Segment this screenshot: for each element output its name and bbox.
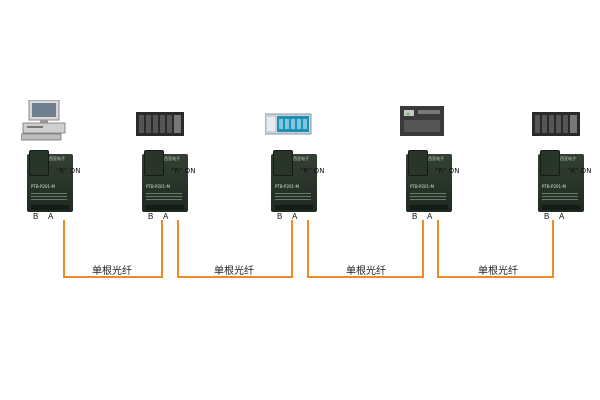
converter-module: 西亚电子 PTB-P201-M bbox=[27, 150, 73, 212]
computer-icon bbox=[21, 100, 66, 141]
module-brand: 西亚电子 bbox=[428, 156, 444, 161]
node-pc: 西亚电子 PTB-P201-M “R” ON B A bbox=[21, 100, 81, 230]
fiber-label: 单根光纤 bbox=[346, 266, 386, 277]
module-terminal bbox=[410, 205, 448, 210]
converter-module: 西亚电子 PTB-P201-M bbox=[538, 150, 584, 212]
node-compact-plc: 西亚电子 PTB-P201-M “R” ON B A bbox=[400, 100, 460, 230]
node-plc-rack: 西亚电子 PTB-P201-M “R” ON B A bbox=[136, 100, 196, 230]
fiber-link bbox=[63, 220, 163, 278]
converter-module: 西亚电子 PTB-P201-M bbox=[142, 150, 188, 212]
db9-connector-icon bbox=[144, 150, 164, 176]
module-spec-lines bbox=[146, 191, 182, 200]
pin-b-label: B bbox=[412, 212, 418, 221]
converter-module: 西亚电子 PTB-P201-M bbox=[271, 150, 317, 212]
module-model: PTB-P201-M bbox=[410, 184, 434, 189]
module-model: PTB-P201-M bbox=[275, 184, 299, 189]
fiber-label: 单根光纤 bbox=[92, 266, 132, 277]
module-brand: 西亚电子 bbox=[560, 156, 576, 161]
node-io-module: 西亚电子 PTB-P201-M “R” ON B A bbox=[265, 100, 325, 230]
module-terminal bbox=[146, 205, 184, 210]
plc-rack-icon bbox=[532, 112, 580, 136]
pin-b-label: B bbox=[33, 212, 39, 221]
fiber-label: 单根光纤 bbox=[478, 266, 518, 277]
converter-module: 西亚电子 PTB-P201-M bbox=[406, 150, 452, 212]
db9-connector-icon bbox=[408, 150, 428, 176]
module-spec-lines bbox=[31, 191, 67, 200]
module-spec-lines bbox=[410, 191, 446, 200]
r-on-label: “R” ON bbox=[300, 167, 325, 175]
pin-a-label: A bbox=[163, 212, 169, 221]
fiber-label: 单根光纤 bbox=[214, 266, 254, 277]
db9-connector-icon bbox=[540, 150, 560, 176]
pin-b-label: B bbox=[277, 212, 283, 221]
module-terminal bbox=[542, 205, 580, 210]
fiber-link bbox=[307, 220, 424, 278]
pin-a-label: A bbox=[427, 212, 433, 221]
r-on-label: “R” ON bbox=[171, 167, 196, 175]
pin-a-label: A bbox=[292, 212, 298, 221]
module-brand: 西亚电子 bbox=[49, 156, 65, 161]
compact-plc-icon bbox=[400, 106, 444, 136]
r-on-label: “R” ON bbox=[567, 167, 592, 175]
pin-b-label: B bbox=[148, 212, 154, 221]
fiber-link bbox=[177, 220, 293, 278]
module-model: PTB-P201-M bbox=[31, 184, 55, 189]
db9-connector-icon bbox=[29, 150, 49, 176]
module-brand: 西亚电子 bbox=[293, 156, 309, 161]
pin-a-label: A bbox=[559, 212, 565, 221]
db9-connector-icon bbox=[273, 150, 293, 176]
node-plc-rack: 西亚电子 PTB-P201-M “R” ON B A bbox=[532, 100, 592, 230]
r-on-label: “R” ON bbox=[435, 167, 460, 175]
plc-rack-icon bbox=[136, 112, 184, 136]
io-module-icon bbox=[265, 113, 312, 135]
module-model: PTB-P201-M bbox=[542, 184, 566, 189]
module-spec-lines bbox=[542, 191, 578, 200]
module-terminal bbox=[31, 205, 69, 210]
fiber-link bbox=[437, 220, 554, 278]
module-terminal bbox=[275, 205, 313, 210]
module-model: PTB-P201-M bbox=[146, 184, 170, 189]
module-spec-lines bbox=[275, 191, 311, 200]
r-on-label: “R” ON bbox=[56, 167, 81, 175]
module-brand: 西亚电子 bbox=[164, 156, 180, 161]
pin-b-label: B bbox=[544, 212, 550, 221]
pin-a-label: A bbox=[48, 212, 54, 221]
